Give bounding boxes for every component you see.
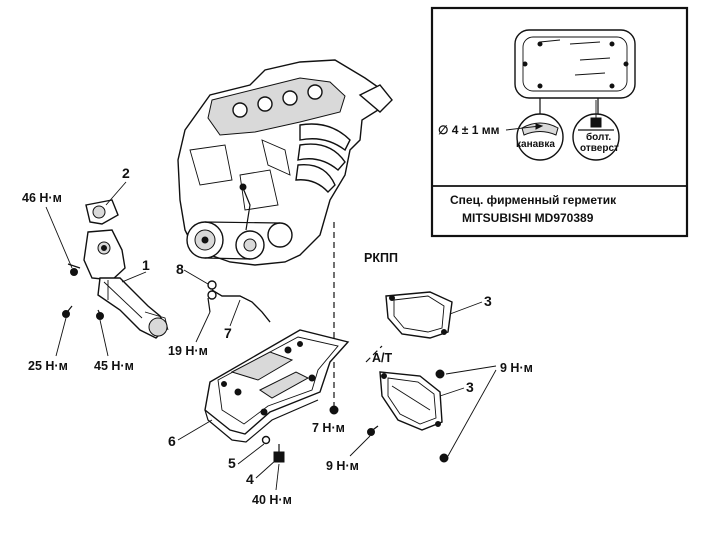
part-label-3-lower: 3 bbox=[466, 379, 474, 395]
sealant-inset: канавка болт. отверст ∅ 4 ± 1 мм Спец. ф… bbox=[430, 6, 689, 238]
oil-pump-bracket bbox=[83, 199, 169, 339]
at-cover-plate bbox=[379, 371, 443, 431]
part-label-7: 7 bbox=[224, 325, 232, 341]
torque-9-lower: 9 Н·м bbox=[326, 459, 359, 473]
groove-detail: канавка bbox=[516, 113, 564, 161]
part-label-2: 2 bbox=[122, 165, 130, 181]
bolt-hole-label-2: отверст bbox=[580, 143, 619, 154]
torque-45: 45 Н·м bbox=[94, 359, 134, 373]
groove-label: канавка bbox=[516, 139, 555, 150]
bolt-left-upper bbox=[67, 263, 81, 276]
bead-diameter-label: ∅ 4 ± 1 мм bbox=[438, 123, 500, 137]
part-label-5: 5 bbox=[228, 455, 236, 471]
transmission-mt-label: РКПП bbox=[364, 251, 398, 265]
transmission-at-label: A/T bbox=[372, 351, 393, 365]
sealant-part-number: MITSUBISHI MD970389 bbox=[462, 211, 594, 225]
drain-plug bbox=[273, 444, 285, 463]
sealant-name: Спец. фирменный герметик bbox=[450, 193, 617, 207]
oil-return-pipe bbox=[207, 280, 271, 323]
torque-25: 25 Н·м bbox=[28, 359, 68, 373]
engine-block bbox=[177, 59, 393, 266]
oil-pan-sealant-outline bbox=[514, 29, 636, 99]
bolt-left-lower bbox=[62, 305, 73, 318]
bolt-center-lower bbox=[96, 309, 104, 320]
drain-washer bbox=[261, 435, 271, 445]
part-label-3-upper: 3 bbox=[484, 293, 492, 309]
mt-cover-plate bbox=[385, 291, 453, 339]
bolt-at-left bbox=[367, 425, 379, 436]
torque-7: 7 Н·м bbox=[312, 421, 345, 435]
part-label-4: 4 bbox=[246, 471, 254, 487]
oil-pan bbox=[204, 329, 350, 443]
part-label-6: 6 bbox=[168, 433, 176, 449]
torque-40: 40 Н·м bbox=[252, 493, 292, 507]
torque-46: 46 Н·м bbox=[22, 191, 62, 205]
bolt-right-lower bbox=[439, 453, 449, 463]
torque-19: 19 Н·м bbox=[168, 344, 208, 358]
bolt-hole-label-1: болт. bbox=[586, 131, 611, 143]
torque-9-right: 9 Н·м bbox=[500, 361, 533, 375]
bolt-hole-detail: болт. отверст bbox=[572, 113, 620, 161]
part-label-8: 8 bbox=[176, 261, 184, 277]
part-label-1: 1 bbox=[142, 257, 150, 273]
oil-pan-bolt bbox=[329, 405, 339, 415]
alignment-line-at bbox=[365, 345, 383, 363]
bolt-right-upper bbox=[435, 369, 445, 379]
